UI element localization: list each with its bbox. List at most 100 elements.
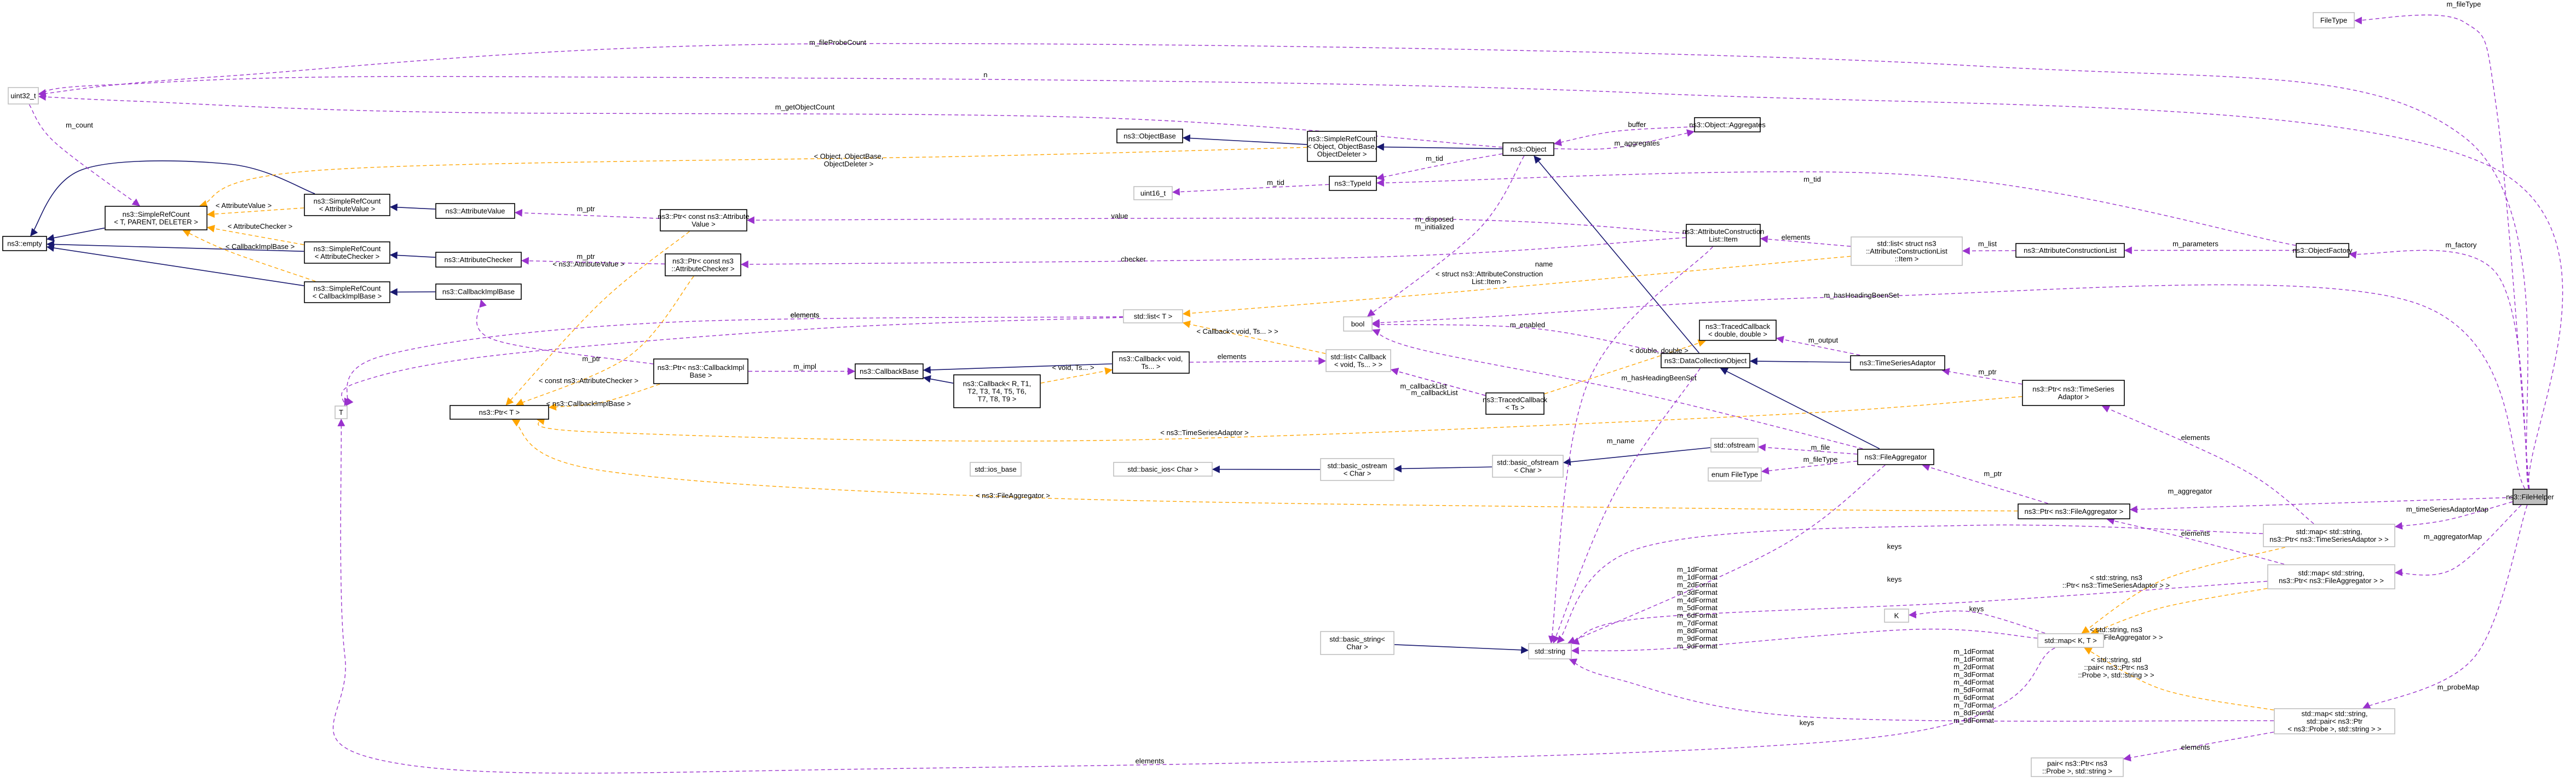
edge-label-line: < std::string, ns3 <box>2090 625 2142 634</box>
class-node-typeid[interactable]: ns3::TypeId <box>1329 176 1377 191</box>
edge-usage-u41 <box>1557 524 2263 644</box>
class-node-filetype[interactable]: FileType <box>2313 12 2355 28</box>
class-label-line: std::basic_ostream <box>1327 462 1387 470</box>
edge-label-line: m_fileProbeCount <box>809 38 866 47</box>
class-node-basic-ostream[interactable]: std::basic_ostream< Char > <box>1320 458 1394 481</box>
class-node-ios-base[interactable]: std::ios_base <box>970 462 1022 477</box>
class-node-bool[interactable]: bool <box>1343 316 1373 332</box>
class-node-ofstream[interactable]: std::ofstream <box>1710 438 1759 453</box>
edge-usage-u35 <box>1568 465 1886 644</box>
class-node-basic-ofstream[interactable]: std::basic_ofstream< Char > <box>1492 455 1564 478</box>
edge-label-u50: m_callbackList <box>1411 389 1458 397</box>
edge-label-u46: elements <box>1136 757 1165 765</box>
edge-label-u33: m_file <box>1811 443 1830 451</box>
edge-label-line: m_1dFormat <box>1953 647 1994 656</box>
edge-label-line: m_fileType <box>2447 0 2481 8</box>
class-node-ptr-callbackimpl[interactable]: ns3::Ptr< ns3::CallbackImplBase > <box>653 358 748 384</box>
class-node-string[interactable]: std::string <box>1528 643 1572 659</box>
class-node-aggregates[interactable]: ns3::Object::Aggregates <box>1689 117 1766 132</box>
edge-label-line: value <box>1111 212 1128 220</box>
edge-inheritance-e06 <box>389 251 436 259</box>
class-node-object[interactable]: ns3::Object <box>1502 142 1554 156</box>
class-box <box>435 203 515 219</box>
edge-label-line: m_file <box>1811 443 1830 451</box>
edge-label-line: < CallbackImplBase > <box>226 242 295 251</box>
class-node-uint16[interactable]: uint16_t <box>1133 186 1173 200</box>
class-node-ptr-timeseries[interactable]: ns3::Ptr< ns3::TimeSeriesAdaptor > <box>2022 380 2125 406</box>
class-node-t[interactable]: T <box>335 406 348 419</box>
class-node-tracedcallback-ts[interactable]: ns3::TracedCallback< Ts > <box>1483 392 1548 415</box>
class-node-callbackbase[interactable]: ns3::CallbackBase <box>855 363 924 379</box>
edge-label-line: < Callback< void, Ts... > > <box>1196 327 1278 335</box>
class-node-simplerefcount-attrchecker[interactable]: ns3::SimpleRefCount< AttributeChecker > <box>304 241 390 264</box>
edge-usage-u49 <box>341 317 1123 407</box>
class-node-list-item[interactable]: std::list< struct ns3::AttributeConstruc… <box>1851 236 1963 266</box>
class-node-ptr-t[interactable]: ns3::Ptr< T > <box>449 405 549 420</box>
class-node-k[interactable]: K <box>1884 609 1909 623</box>
edge-label-line: m_hasHeadingBeenSet <box>1824 291 1899 299</box>
class-label-line: < T, PARENT, DELETER > <box>114 218 198 226</box>
edge-label-line: m_output <box>1808 336 1839 344</box>
class-node-basic-string[interactable]: std::basic_string<Char > <box>1320 631 1394 655</box>
edge-label-t13: < double, double > <box>1629 346 1688 355</box>
class-node-map-timeseries[interactable]: std::map< std::string,ns3::Ptr< ns3::Tim… <box>2263 524 2395 547</box>
class-node-list-t[interactable]: std::list< T > <box>1123 309 1183 323</box>
class-node-attrconstructionlist[interactable]: ns3::AttributeConstructionList <box>2015 243 2125 258</box>
class-node-ptr-fileaggregator[interactable]: ns3::Ptr< ns3::FileAggregator > <box>2018 503 2130 519</box>
class-node-map-kt[interactable]: std::map< K, T > <box>2037 633 2104 648</box>
class-node-simplerefcount-t[interactable]: ns3::SimpleRefCount< T, PARENT, DELETER … <box>105 206 208 230</box>
class-node-attributechecker[interactable]: ns3::AttributeChecker <box>435 252 522 268</box>
class-label-line: ns3::AttributeConstruction <box>1682 228 1765 236</box>
class-node-enum-filetype[interactable]: enum FileType <box>1708 467 1762 482</box>
class-label-line: ns3::Ptr< const ns3 <box>672 257 734 265</box>
edge-label-line: m_factory <box>2445 241 2477 249</box>
class-node-simplerefcount-object[interactable]: ns3::SimpleRefCount< Object, ObjectBase,… <box>1307 131 1377 162</box>
class-node-timeseriesadaptor[interactable]: ns3::TimeSeriesAdaptor <box>1850 355 1945 370</box>
class-node-ptr-attrchecker[interactable]: ns3::Ptr< const ns3::AttributeChecker > <box>665 253 741 276</box>
class-node-map-probe[interactable]: std::map< std::string,std::pair< ns3::Pt… <box>2274 708 2395 734</box>
class-node-attributevalue[interactable]: ns3::AttributeValue <box>435 203 515 219</box>
edge-template-t06 <box>515 276 694 406</box>
class-node-uint32[interactable]: uint32_t <box>8 87 39 105</box>
class-label-line: Ts... > <box>1141 362 1160 370</box>
class-node-tracedcallback-double[interactable]: ns3::TracedCallback< double, double > <box>1699 320 1777 341</box>
class-node-fileaggregator[interactable]: ns3::FileAggregator <box>1857 449 1934 465</box>
class-node-empty[interactable]: ns3::empty <box>2 236 47 251</box>
class-label-line: Adaptor > <box>2058 393 2089 401</box>
class-node-objectbase[interactable]: ns3::ObjectBase <box>1116 129 1183 143</box>
class-label-line: std::pair< ns3::Ptr <box>2307 717 2363 726</box>
edge-label-u34: m_fileType <box>1803 455 1838 464</box>
edge-inheritance-e03 <box>46 240 304 252</box>
class-node-ptr-attrvalue[interactable]: ns3::Ptr< const ns3::AttributeValue > <box>658 209 750 231</box>
edge-label-line: m_7dFormat <box>1953 701 1994 709</box>
class-node-map-fileaggregator[interactable]: std::map< std::string,ns3::Ptr< ns3::Fil… <box>2267 564 2395 589</box>
edge-label-line: elements <box>2181 529 2210 537</box>
class-node-pair-probe[interactable]: pair< ns3::Ptr< ns3::Probe >, std::strin… <box>2031 757 2124 777</box>
class-box <box>1485 392 1545 415</box>
class-label-line: ns3::SimpleRefCount <box>314 285 381 293</box>
class-label-line: ns3::SimpleRefCount <box>1309 135 1376 143</box>
class-node-simplerefcount-callbackimpl[interactable]: ns3::SimpleRefCount< CallbackImplBase > <box>304 281 390 303</box>
class-node-datacollectionobject[interactable]: ns3::DataCollectionObject <box>1661 353 1750 368</box>
class-label-line: ns3::Ptr< ns3::FileAggregator > > <box>2279 577 2384 585</box>
class-node-callbackimplbase[interactable]: ns3::CallbackImplBase <box>435 283 522 300</box>
class-node-attrconstruction-item[interactable]: ns3::AttributeConstructionList::Item <box>1682 224 1765 247</box>
class-node-list-callback[interactable]: std::list< Callback< void, Ts... > > <box>1326 349 1391 372</box>
class-node-callback-r[interactable]: ns3::Callback< R, T1,T2, T3, T4, T5, T6,… <box>953 374 1041 408</box>
class-node-callback-void-ts[interactable]: ns3::Callback< void,Ts... > <box>1112 351 1190 374</box>
class-node-basic-ios[interactable]: std::basic_ios< Char > <box>1113 462 1213 477</box>
edge-label-line: m_3dFormat <box>1953 670 1994 679</box>
class-node-filehelper[interactable]: ns3::FileHelper <box>2506 489 2554 505</box>
edge-label-line: checker <box>1121 255 1146 263</box>
edge-usage-u13 <box>1554 129 1695 150</box>
edge-label-line: < ns3::AttributeValue > <box>552 260 624 268</box>
edge-label-u30: m_name <box>1607 437 1635 445</box>
class-node-simplerefcount-attrvalue[interactable]: ns3::SimpleRefCount< AttributeValue > <box>304 194 390 216</box>
edge-label-line: keys <box>1887 542 1902 551</box>
edge-label-line: elements <box>1136 757 1165 765</box>
class-box <box>8 87 39 105</box>
class-node-objectfactory[interactable]: ns3::ObjectFactory <box>2292 243 2353 258</box>
class-box <box>435 252 522 268</box>
